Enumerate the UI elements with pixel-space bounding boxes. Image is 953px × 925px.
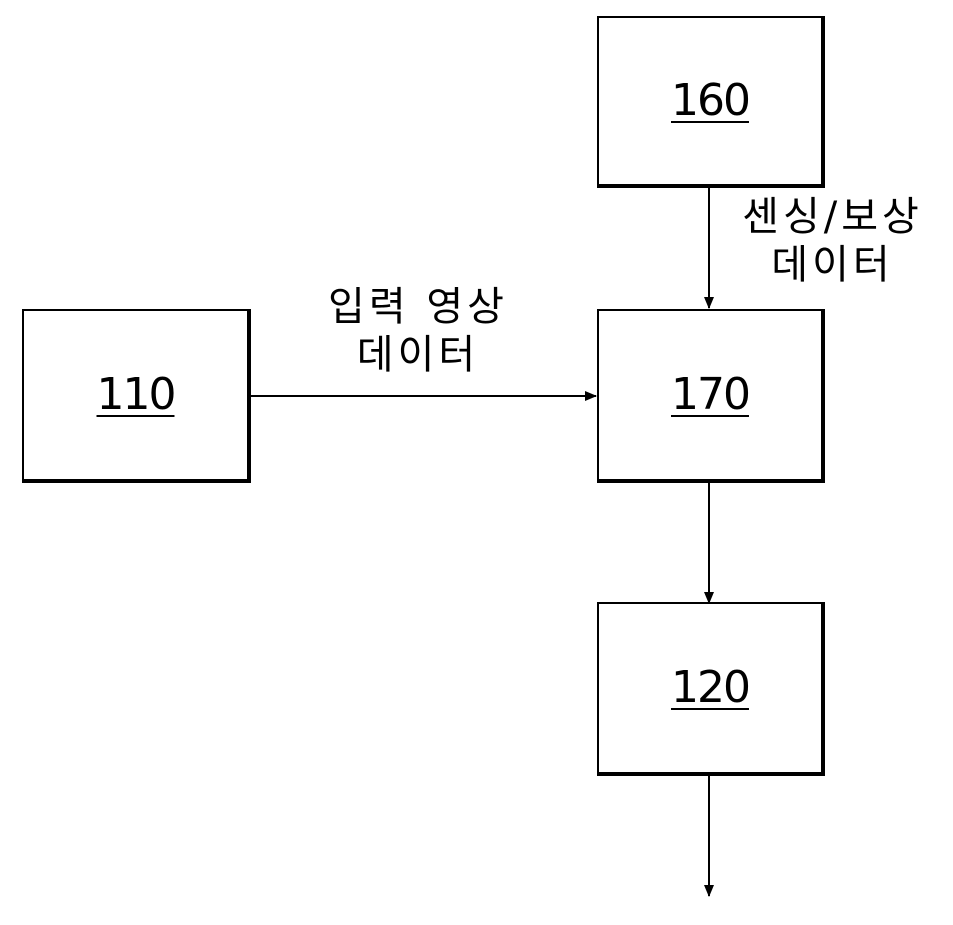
sensing-compensation-label: 센싱/보상 데이터 [720,193,945,289]
block-170-label: 170 [599,373,821,417]
block-160-label: 160 [599,79,821,123]
input-image-label: 입력 영상 데이터 [298,283,538,379]
block-120: 120 [597,602,825,776]
block-170: 170 [597,309,825,483]
input-label-line1: 입력 영상 [298,283,538,331]
sensing-label-line1: 센싱/보상 [720,193,945,241]
input-label-line2: 데이터 [298,331,538,379]
block-110: 110 [22,309,251,483]
block-160: 160 [597,16,825,188]
block-110-label: 110 [24,373,247,417]
sensing-label-line2: 데이터 [720,241,945,289]
block-120-label: 120 [599,666,821,710]
